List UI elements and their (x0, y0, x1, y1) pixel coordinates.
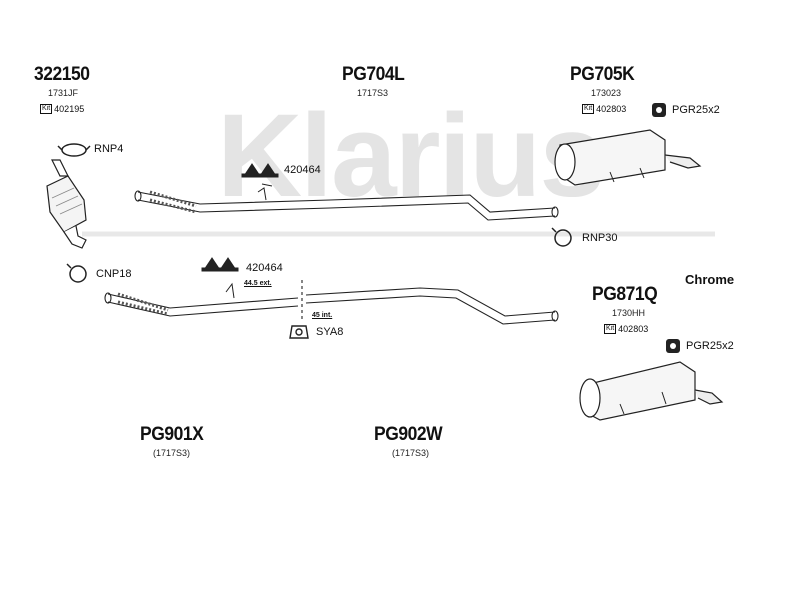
kit-number: 402195 (54, 104, 85, 114)
part-number-pg902w: PG902W (374, 424, 443, 445)
hanger-420464-icon-bottom (201, 257, 239, 272)
watermark: Klarius (217, 90, 603, 222)
kit-pg871q: Kit 402803 (604, 324, 648, 334)
fitting-pgr25x2-top: PGR25x2 (672, 104, 720, 116)
kit-322150: Kit 402195 (40, 104, 84, 114)
pgr25x2-hanger-icon-top (652, 103, 666, 117)
pipe-pg704l (134, 183, 559, 221)
kit-icon: Kit (604, 324, 617, 334)
part-number-pg901x: PG901X (140, 424, 204, 445)
sub-code-322150: 1731JF (48, 88, 79, 98)
fitting-420464-top: 420464 (284, 164, 321, 176)
sub-code-pg705k: 173023 (591, 88, 622, 98)
fitting-420464-bottom: 420464 (246, 262, 283, 274)
cnp18-clamp-icon (66, 263, 87, 283)
fitting-rnp4: RNP4 (94, 143, 124, 155)
sub-code-pg901x: (1717S3) (153, 448, 191, 458)
dimension-int: 45 int. (312, 312, 333, 319)
kit-pg705k: Kit 402803 (582, 104, 626, 114)
fitting-sya8: SYA8 (316, 326, 344, 338)
part-number-pg705k: PG705K (570, 64, 635, 85)
part-number-pg704l: PG704L (342, 64, 405, 85)
hanger-420464-icon-top (241, 163, 279, 178)
kit-icon: Kit (40, 104, 53, 114)
part-number-322150: 322150 (34, 64, 90, 85)
catalytic-converter (46, 159, 87, 249)
sya8-clamp-icon (289, 325, 309, 339)
sub-code-pg704l: 1717S3 (357, 88, 389, 98)
dimension-ext: 44.5 ext. (244, 280, 272, 287)
fitting-pgr25x2-bottom: PGR25x2 (686, 340, 734, 352)
kit-number: 402803 (596, 104, 627, 114)
kit-number: 402803 (618, 324, 649, 334)
finish-label: Chrome (685, 272, 735, 287)
part-number-pg871q: PG871Q (592, 284, 658, 305)
fitting-cnp18: CNP18 (96, 268, 132, 280)
sub-code-pg902w: (1717S3) (392, 448, 430, 458)
rnp30-clamp-icon (551, 227, 572, 247)
pipe-pg901x (104, 282, 299, 317)
silencer-pg871q (579, 361, 724, 421)
pipe-pg902w (301, 280, 559, 325)
fitting-rnp30: RNP30 (582, 232, 618, 244)
sub-code-pg871q: 1730HH (612, 308, 646, 318)
silencer-pg705k (554, 129, 702, 186)
kit-icon: Kit (582, 104, 595, 114)
pgr25x2-hanger-icon-bottom (666, 339, 680, 353)
rnp4-clamp-icon (57, 143, 91, 157)
